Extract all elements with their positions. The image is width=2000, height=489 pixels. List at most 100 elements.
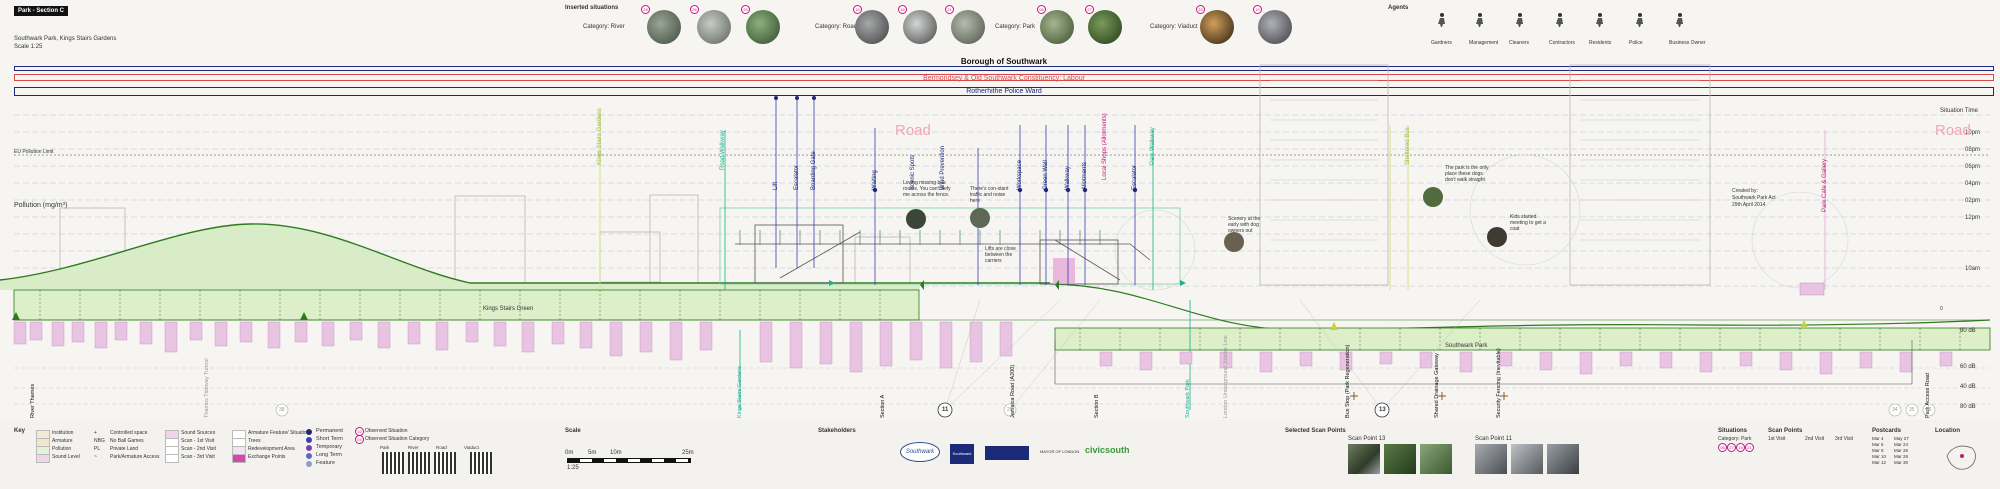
location-title: Location (1935, 428, 1960, 434)
observed-category-pin: 04 (355, 435, 364, 444)
southwark-council-logo: Southwark Council (950, 444, 974, 464)
agent-business-owner-icon (1672, 12, 1688, 28)
db-label: 40 dB (1960, 384, 1976, 390)
situation-photos (906, 187, 1507, 252)
scale-tick: 10m (610, 450, 622, 456)
feature-label: Allotments (1082, 161, 1088, 190)
situation-pin: 19 (1736, 443, 1745, 452)
situation-time-title: Situation Time (1940, 108, 1979, 114)
legend-label: Feature (316, 460, 335, 466)
time-label: 10pm (1965, 130, 1981, 136)
legend-label: Permanent (316, 428, 343, 434)
scale-bar (567, 458, 691, 463)
feature-label: Boarding Gate (811, 151, 817, 190)
feature-label: Park Cafe & Gallery (1822, 158, 1828, 212)
key-title: Key (14, 428, 26, 434)
zero-label: 0 (1940, 306, 1943, 312)
viaduct-photo-1 (1200, 10, 1234, 44)
scan-13-photo (1420, 444, 1452, 474)
legend-code: PL (94, 446, 101, 452)
situations-title: Situations (1718, 428, 1748, 434)
quote: Kids started meeting to get a coat (1510, 214, 1546, 232)
qr-code[interactable] (470, 452, 492, 474)
category-sub-label: River (408, 445, 419, 450)
legend-label: Armature (52, 438, 73, 444)
road-pin: 16 (898, 5, 907, 14)
feature-label: Kings Stairs Gardens (597, 108, 603, 165)
bottom-label: River Thames (30, 383, 36, 418)
category-sub-label: Park (380, 445, 390, 450)
postcard-date: Mar 30 (1894, 460, 1909, 465)
qr-code[interactable] (408, 452, 430, 474)
legend-label: Sound Level (52, 454, 80, 460)
river-pin: 28 (641, 5, 650, 14)
category-road-label: Category: Road (815, 24, 858, 30)
qr-code[interactable] (434, 452, 456, 474)
viaduct-pin: 33 (1196, 5, 1205, 14)
agent-label: Cleaners (1509, 40, 1530, 46)
scale-title: Scale (565, 428, 581, 434)
park-pin: 06 (1037, 5, 1046, 14)
agent-label: Police (1629, 40, 1643, 46)
viaduct-structure (719, 207, 1181, 285)
scan-11-photo (1511, 444, 1543, 474)
constituency-band: Bermondsey & Old Southwark Constituency:… (14, 74, 1994, 82)
mayor-logo: MAYOR OF LONDON (1040, 449, 1080, 454)
kings-stairs-green-ground (13, 289, 920, 321)
observed-situation-category-label: Observed Situation Category (365, 436, 430, 442)
scan-11-photo (1475, 444, 1507, 474)
southwark-park-ground (1054, 327, 1991, 351)
partner-logo (985, 446, 1029, 460)
road-photo-1 (855, 10, 889, 44)
bottom-label: Section A (880, 394, 886, 418)
ward-band: Rotherhithe Police Ward (14, 87, 1994, 96)
agents-title: Agents (1388, 5, 1409, 11)
scan-visit-2: 2nd Visit (1805, 436, 1825, 442)
postcard-date: Mar 8 (1872, 448, 1884, 453)
agent-label: Contractors (1549, 40, 1575, 46)
qr-code[interactable] (382, 452, 404, 474)
postcard-date: Mar 28 (1894, 454, 1909, 459)
road-pin: 21 (945, 5, 954, 14)
legend-label: Scan - 3rd Visit (181, 454, 215, 460)
inserted-situations-title: Inserted situations (565, 5, 619, 11)
time-label: 12pm (1965, 215, 1981, 221)
db-label: 60 dB (1960, 364, 1976, 370)
selected-scans-title: Selected Scan Points (1285, 428, 1346, 434)
time-label: 08pm (1965, 147, 1981, 153)
postcard-date: Mar 12 (1872, 460, 1887, 465)
agent-label: Business Owner (1669, 40, 1706, 46)
quote: There's con-stant traffic and noise here (970, 186, 1009, 204)
park-photo-2 (1088, 10, 1122, 44)
postcard-date: Mar 4 (1872, 436, 1884, 441)
legend-label: Park/Armature Access (110, 454, 160, 460)
situation-pin: 06 (1718, 443, 1727, 452)
situation-pin: 27 (1727, 443, 1736, 452)
created-line2: Southwark Park Act (1732, 195, 1776, 201)
created-line3: 29th April 2014 (1732, 202, 1766, 208)
scan-number: 11 (942, 407, 949, 413)
legend-label: Short Term (316, 436, 343, 442)
postcard-date: Mar 24 (1894, 442, 1909, 447)
legend-label: Exchange Points (248, 454, 286, 460)
scan-visit-1: 1st Visit (1768, 436, 1786, 442)
db-label: 80 dB (1960, 328, 1976, 334)
scan-number: 35 (1909, 407, 1915, 413)
time-label: 06pm (1965, 164, 1981, 170)
scale-tick: 5m (588, 450, 597, 456)
park-photo-1 (1040, 10, 1074, 44)
legend-dot (306, 445, 312, 451)
agent-contractors-icon (1552, 12, 1568, 28)
postcard-date: Mar 26 (1894, 448, 1909, 453)
bottom-label: Thames Tideway Tunnel (204, 358, 210, 418)
legend-swatch (36, 454, 50, 463)
feature-label: Walkway (1065, 166, 1071, 190)
scan-number: 28 (1007, 407, 1013, 413)
agent-gardners-icon (1434, 12, 1450, 28)
location-map-icon (1946, 445, 1976, 470)
viaduct-pin: 19 (1253, 5, 1262, 14)
quote: Lifts are close between the carriers (985, 246, 1016, 264)
category-river-label: Category: River (583, 24, 625, 30)
